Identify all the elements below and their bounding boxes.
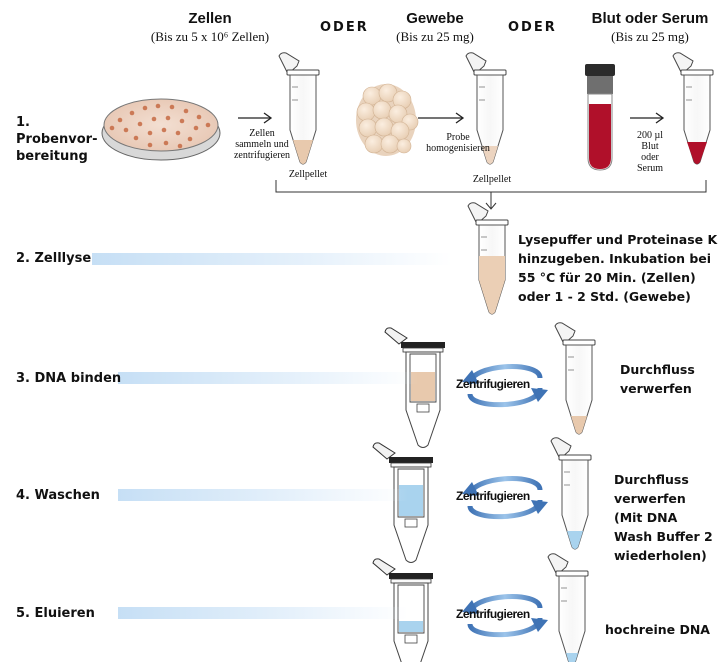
blood-action-label: 200 µl Blut oder Serum xyxy=(636,130,664,174)
step-2-note: Lysepuffer und Proteinase K hinzugeben. … xyxy=(518,232,718,304)
spin-column-elute-icon xyxy=(372,558,434,662)
step-3-bar xyxy=(118,372,418,384)
or-label-1: ODER xyxy=(320,20,369,35)
cells-action-label: Zellen sammeln und zentrifugieren xyxy=(233,128,291,161)
step-4-note: Durchfluss verwerfen (Mit DNA Wash Buffe… xyxy=(614,472,713,563)
header-blood-subtitle: (Bis zu 25 mg) xyxy=(611,29,689,44)
spin-column-bind-icon xyxy=(384,327,446,448)
blood-tube-icon xyxy=(585,64,615,171)
step-3-label: 3. DNA binden xyxy=(16,371,122,386)
spin-tube-flowthrough-icon xyxy=(554,322,596,435)
centrifuge-arrow-icon-2 xyxy=(462,476,548,520)
spin-tube-wash-flowthrough-icon xyxy=(550,437,592,550)
header-tissue-subtitle: (Bis zu 25 mg) xyxy=(396,29,474,44)
centrifuge-arrow-icon xyxy=(462,364,548,408)
header-blood-title: Blut oder Serum xyxy=(591,10,709,27)
tissue-icon xyxy=(356,83,419,156)
microtube-cells-icon xyxy=(278,52,320,165)
centrifuge-label-4: Zentrifugieren xyxy=(456,489,530,503)
centrifuge-label-5: Zentrifugieren xyxy=(456,607,530,621)
step-5-note: hochreine DNA xyxy=(605,622,710,637)
tissue-action-label: Probe homogenisieren xyxy=(426,132,490,154)
header-cells-subtitle: (Bis zu 5 x 10⁶ Zellen) xyxy=(150,29,270,44)
step-2-bar xyxy=(92,253,452,265)
or-label-2: ODER xyxy=(508,20,557,35)
elution-tube-icon xyxy=(547,553,589,662)
microtube-lysis-icon xyxy=(467,202,509,315)
header-tissue-title: Gewebe xyxy=(406,10,464,27)
step-5-bar xyxy=(118,607,408,619)
microtube-tissue-icon xyxy=(465,52,507,165)
cells-pellet-label: Zellpellet xyxy=(288,169,328,180)
step-3-note: Durchfluss verwerfen xyxy=(620,362,695,396)
step-4-label: 4. Waschen xyxy=(16,488,100,503)
step-4-bar xyxy=(118,489,408,501)
step-5-label: 5. Eluieren xyxy=(16,606,95,621)
spin-column-wash-icon xyxy=(372,442,434,563)
tissue-pellet-label: Zellpellet xyxy=(472,174,512,185)
header-cells-title: Zellen xyxy=(188,10,232,27)
centrifuge-arrow-icon-3 xyxy=(462,594,548,638)
centrifuge-label-3: Zentrifugieren xyxy=(456,377,530,391)
petri-dish-icon xyxy=(101,98,221,161)
step-2-label: 2. Zelllyse xyxy=(16,251,92,266)
microtube-blood-icon xyxy=(672,52,714,165)
step-1-label: 1. Probenvor- bereitung xyxy=(16,115,98,164)
